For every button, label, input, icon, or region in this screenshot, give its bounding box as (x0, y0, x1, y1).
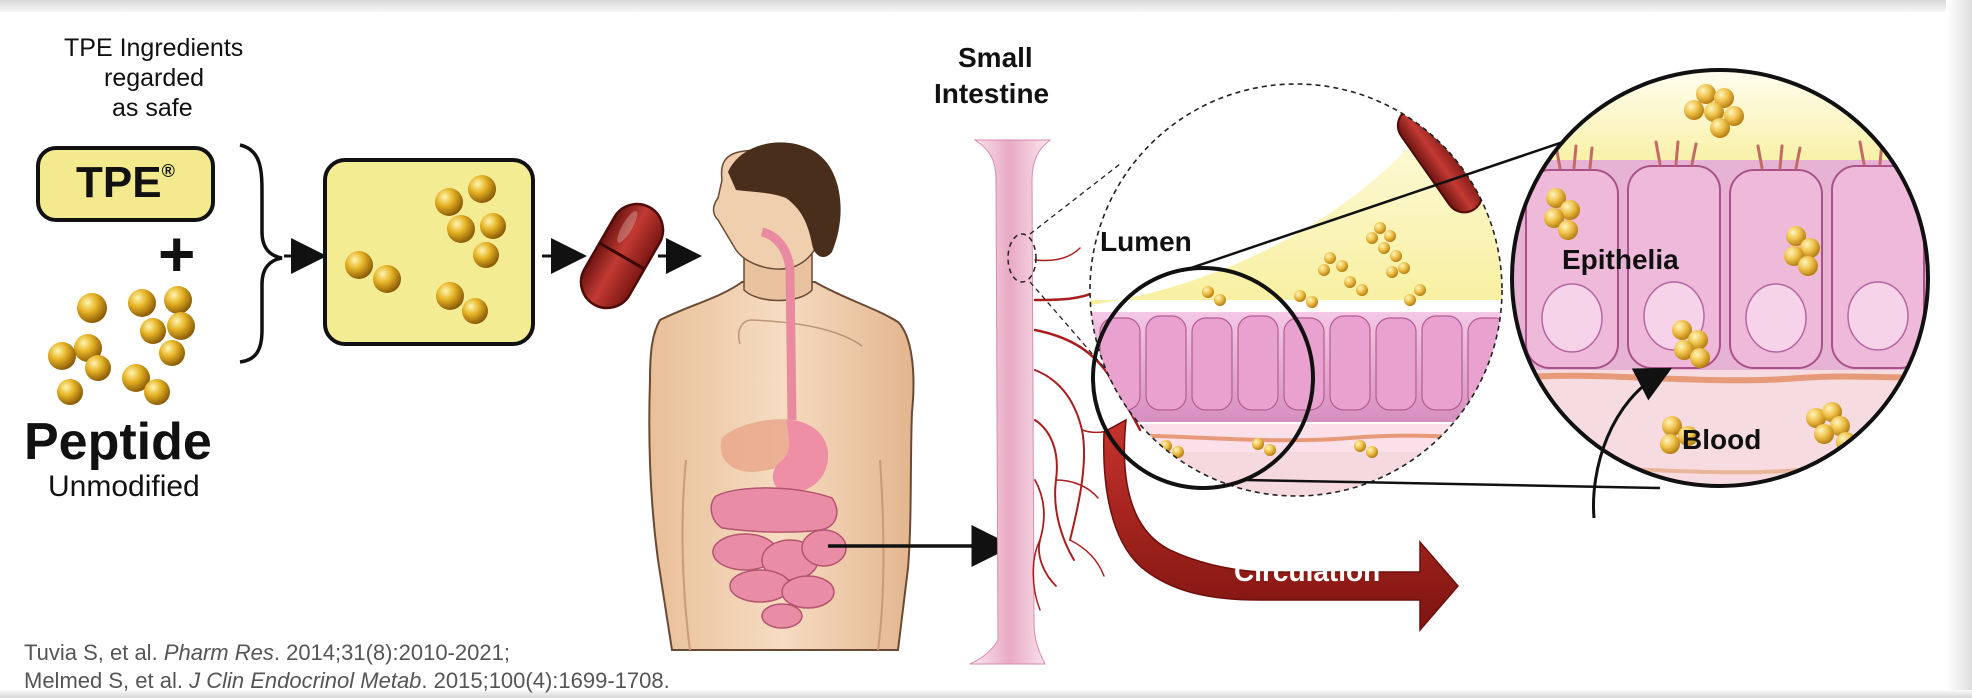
tpe-badge-label: TPE® (76, 158, 175, 208)
peptide-bead-cluster (48, 286, 195, 405)
ingredients-line2: regarded (104, 64, 204, 93)
human-figure-icon (649, 142, 913, 650)
citation-1: Tuvia S, et al. Pharm Res. 2014;31(8):20… (24, 640, 510, 666)
epithelia-label: Epithelia (1562, 244, 1679, 276)
intestine-wall-icon (970, 140, 1050, 664)
ingredients-line3: as safe (112, 94, 193, 123)
grouping-brace (240, 145, 282, 362)
blood-label: Blood (1682, 424, 1761, 456)
tpe-text: TPE (76, 158, 162, 207)
citation-1-journal: Pharm Res (164, 640, 274, 665)
citation-1-details: . 2014;31(8):2010-2021; (274, 640, 510, 665)
citation-2-authors: Melmed S, et al. (24, 668, 189, 693)
citation-2-journal: J Clin Endocrinol Metab (189, 668, 421, 693)
citation-2-details: . 2015;100(4):1699-1708. (421, 668, 669, 693)
registered-mark: ® (162, 161, 175, 181)
peptide-subtitle: Unmodified (48, 470, 200, 504)
intestine-line2: Intestine (934, 78, 1049, 110)
ingredients-line1: TPE Ingredients (64, 34, 234, 63)
peptide-title: Peptide (24, 412, 212, 472)
lumen-label: Lumen (1100, 226, 1192, 258)
citation-2: Melmed S, et al. J Clin Endocrinol Metab… (24, 668, 670, 694)
plus-sign: + (158, 222, 195, 286)
citation-1-authors: Tuvia S, et al. (24, 640, 164, 665)
ingredients-label: TPE Ingredients (64, 34, 234, 63)
formulation-box (325, 160, 533, 344)
circulation-label: Circulation (1234, 556, 1380, 588)
intestine-line1: Small (958, 42, 1033, 74)
capsule-icon (571, 195, 672, 318)
